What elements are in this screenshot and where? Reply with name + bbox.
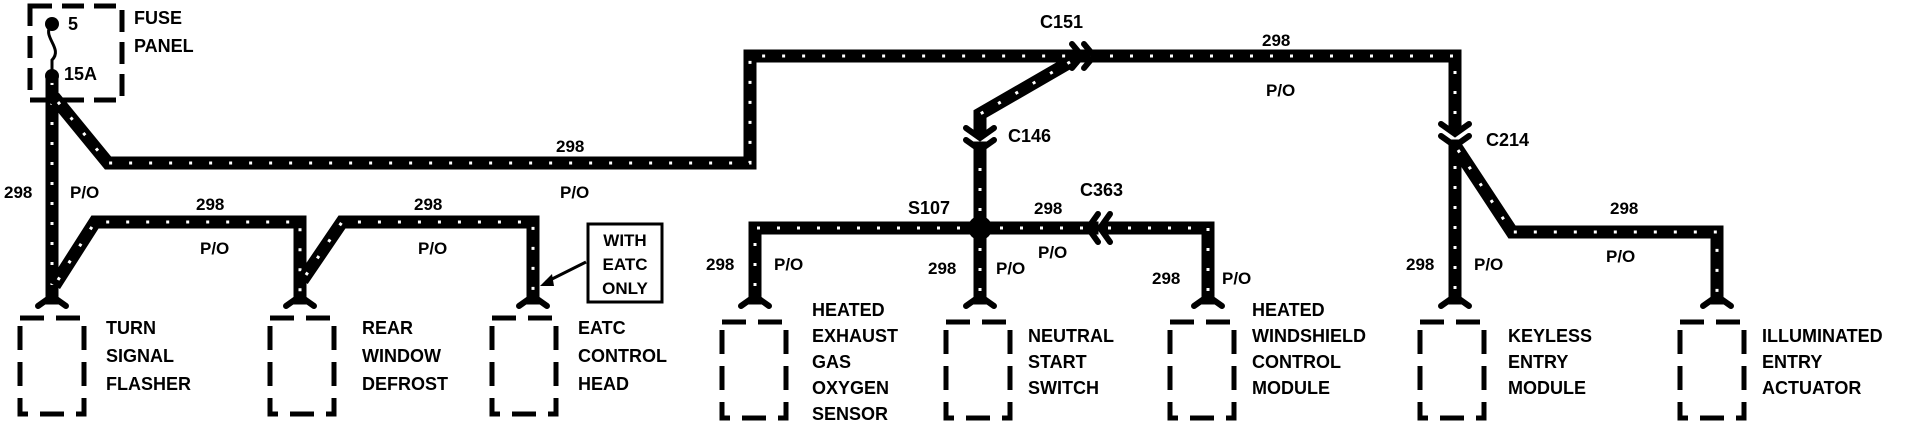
component-label-line: SWITCH bbox=[1028, 378, 1099, 398]
component-label-line: CONTROL bbox=[578, 346, 667, 366]
wire-label-color: P/O bbox=[200, 239, 229, 258]
component-label-line: GAS bbox=[812, 352, 851, 372]
wire-label-circuit: 298 bbox=[706, 255, 734, 274]
wire-label-color: P/O bbox=[1038, 243, 1067, 262]
wire-label-color: P/O bbox=[560, 183, 589, 202]
wire-label-circuit: 298 bbox=[1406, 255, 1434, 274]
eatc-note-line2: EATC bbox=[602, 255, 647, 274]
component-label-line: NEUTRAL bbox=[1028, 326, 1114, 346]
wire-label-color: P/O bbox=[774, 255, 803, 274]
wire-harness bbox=[45, 49, 1724, 305]
component-heated-windshield-control-module: HEATED WINDSHIELD CONTROL MODULE bbox=[1167, 292, 1366, 421]
fuse-rating: 15A bbox=[64, 64, 97, 84]
wire-label-color: P/O bbox=[996, 259, 1025, 278]
wire-to-eatc bbox=[296, 215, 540, 305]
component-label-line: HEAD bbox=[578, 374, 629, 394]
component-eatc-control-head: EATC CONTROL HEAD bbox=[489, 292, 667, 417]
eatc-note-box bbox=[586, 222, 664, 304]
connector-c363-label: C363 bbox=[1080, 180, 1123, 200]
component-label-line: ENTRY bbox=[1508, 352, 1568, 372]
wire-label-color: P/O bbox=[1266, 81, 1295, 100]
component-label-line: EXHAUST bbox=[812, 326, 898, 346]
wire-label-circuit: 298 bbox=[928, 259, 956, 278]
component-label-line: OXYGEN bbox=[812, 378, 889, 398]
wire-labels: 298 P/O 298 P/O 298 P/O 298 P/O 298 P/O … bbox=[4, 31, 1638, 288]
splice-s107: S107 bbox=[908, 198, 992, 240]
fuse-panel-title-1: FUSE bbox=[134, 8, 182, 28]
component-label-line: HEATED bbox=[812, 300, 885, 320]
wire-label-circuit: 298 bbox=[1152, 269, 1180, 288]
connector-c363: C363 bbox=[1080, 180, 1123, 245]
eatc-note: WITH EATC ONLY bbox=[540, 222, 664, 304]
wire-s107-to-hego bbox=[748, 221, 987, 305]
fuse-number: 5 bbox=[68, 14, 78, 34]
eatc-note-line1: WITH bbox=[603, 231, 646, 250]
wire-label-circuit: 298 bbox=[414, 195, 442, 214]
fuse-panel: 5 15A FUSE PANEL bbox=[27, 3, 194, 103]
eatc-note-line3: ONLY bbox=[602, 279, 648, 298]
wire-label-circuit: 298 bbox=[196, 195, 224, 214]
component-illuminated-entry-actuator: ILLUMINATED ENTRY ACTUATOR bbox=[1677, 292, 1883, 421]
component-turn-signal-flasher: TURN SIGNAL FLASHER bbox=[17, 292, 191, 417]
wire-label-color: P/O bbox=[418, 239, 447, 258]
wire-label-circuit: 298 bbox=[1034, 199, 1062, 218]
component-label-line: ILLUMINATED bbox=[1762, 326, 1883, 346]
connector-c151: C151 bbox=[1040, 12, 1098, 71]
component-neutral-start-switch: NEUTRAL START SWITCH bbox=[943, 292, 1114, 421]
wire-label-circuit: 298 bbox=[1262, 31, 1290, 50]
splice-s107-label: S107 bbox=[908, 198, 950, 218]
connector-c214: C214 bbox=[1438, 121, 1529, 150]
component-label-line: SIGNAL bbox=[106, 346, 174, 366]
wire-label-color: P/O bbox=[70, 183, 99, 202]
component-keyless-entry-module: KEYLESS ENTRY MODULE bbox=[1417, 292, 1592, 421]
component-rear-window-defrost: REAR WINDOW DEFROST bbox=[267, 292, 448, 417]
component-label-line: CONTROL bbox=[1252, 352, 1341, 372]
component-label-line: SENSOR bbox=[812, 404, 888, 424]
component-label-line: WINDSHIELD bbox=[1252, 326, 1366, 346]
connector-c151-label: C151 bbox=[1040, 12, 1083, 32]
component-label-line: ACTUATOR bbox=[1762, 378, 1861, 398]
wire-label-color: P/O bbox=[1606, 247, 1635, 266]
component-heated-exhaust-gas-oxygen-sensor: HEATED EXHAUST GAS OXYGEN SENSOR bbox=[719, 292, 898, 424]
wire-c214-to-illuminated bbox=[1448, 140, 1724, 305]
component-label-line: FLASHER bbox=[106, 374, 191, 394]
connector-c214-label: C214 bbox=[1486, 130, 1529, 150]
component-label-line: MODULE bbox=[1252, 378, 1330, 398]
component-label-line: WINDOW bbox=[362, 346, 441, 366]
wire-label-circuit: 298 bbox=[556, 137, 584, 156]
fuse-panel-box bbox=[27, 3, 125, 103]
component-label-line: ENTRY bbox=[1762, 352, 1822, 372]
component-label-line: DEFROST bbox=[362, 374, 448, 394]
wire-label-color: P/O bbox=[1222, 269, 1251, 288]
connector-c146-label: C146 bbox=[1008, 126, 1051, 146]
component-label-line: TURN bbox=[106, 318, 156, 338]
component-label-line: REAR bbox=[362, 318, 413, 338]
wire-to-rear-defrost bbox=[49, 215, 307, 305]
component-label-line: HEATED bbox=[1252, 300, 1325, 320]
component-label-line: MODULE bbox=[1508, 378, 1586, 398]
wire-label-color: P/O bbox=[1474, 255, 1503, 274]
component-label-line: KEYLESS bbox=[1508, 326, 1592, 346]
fuse-panel-title-2: PANEL bbox=[134, 36, 194, 56]
wire-c151-to-c146 bbox=[973, 53, 1079, 135]
wire-label-circuit: 298 bbox=[1610, 199, 1638, 218]
wire-label-circuit: 298 bbox=[4, 183, 32, 202]
component-label-line: START bbox=[1028, 352, 1087, 372]
connector-c146: C146 bbox=[963, 125, 1051, 154]
component-label-line: EATC bbox=[578, 318, 626, 338]
fuse-element-icon bbox=[47, 22, 57, 76]
